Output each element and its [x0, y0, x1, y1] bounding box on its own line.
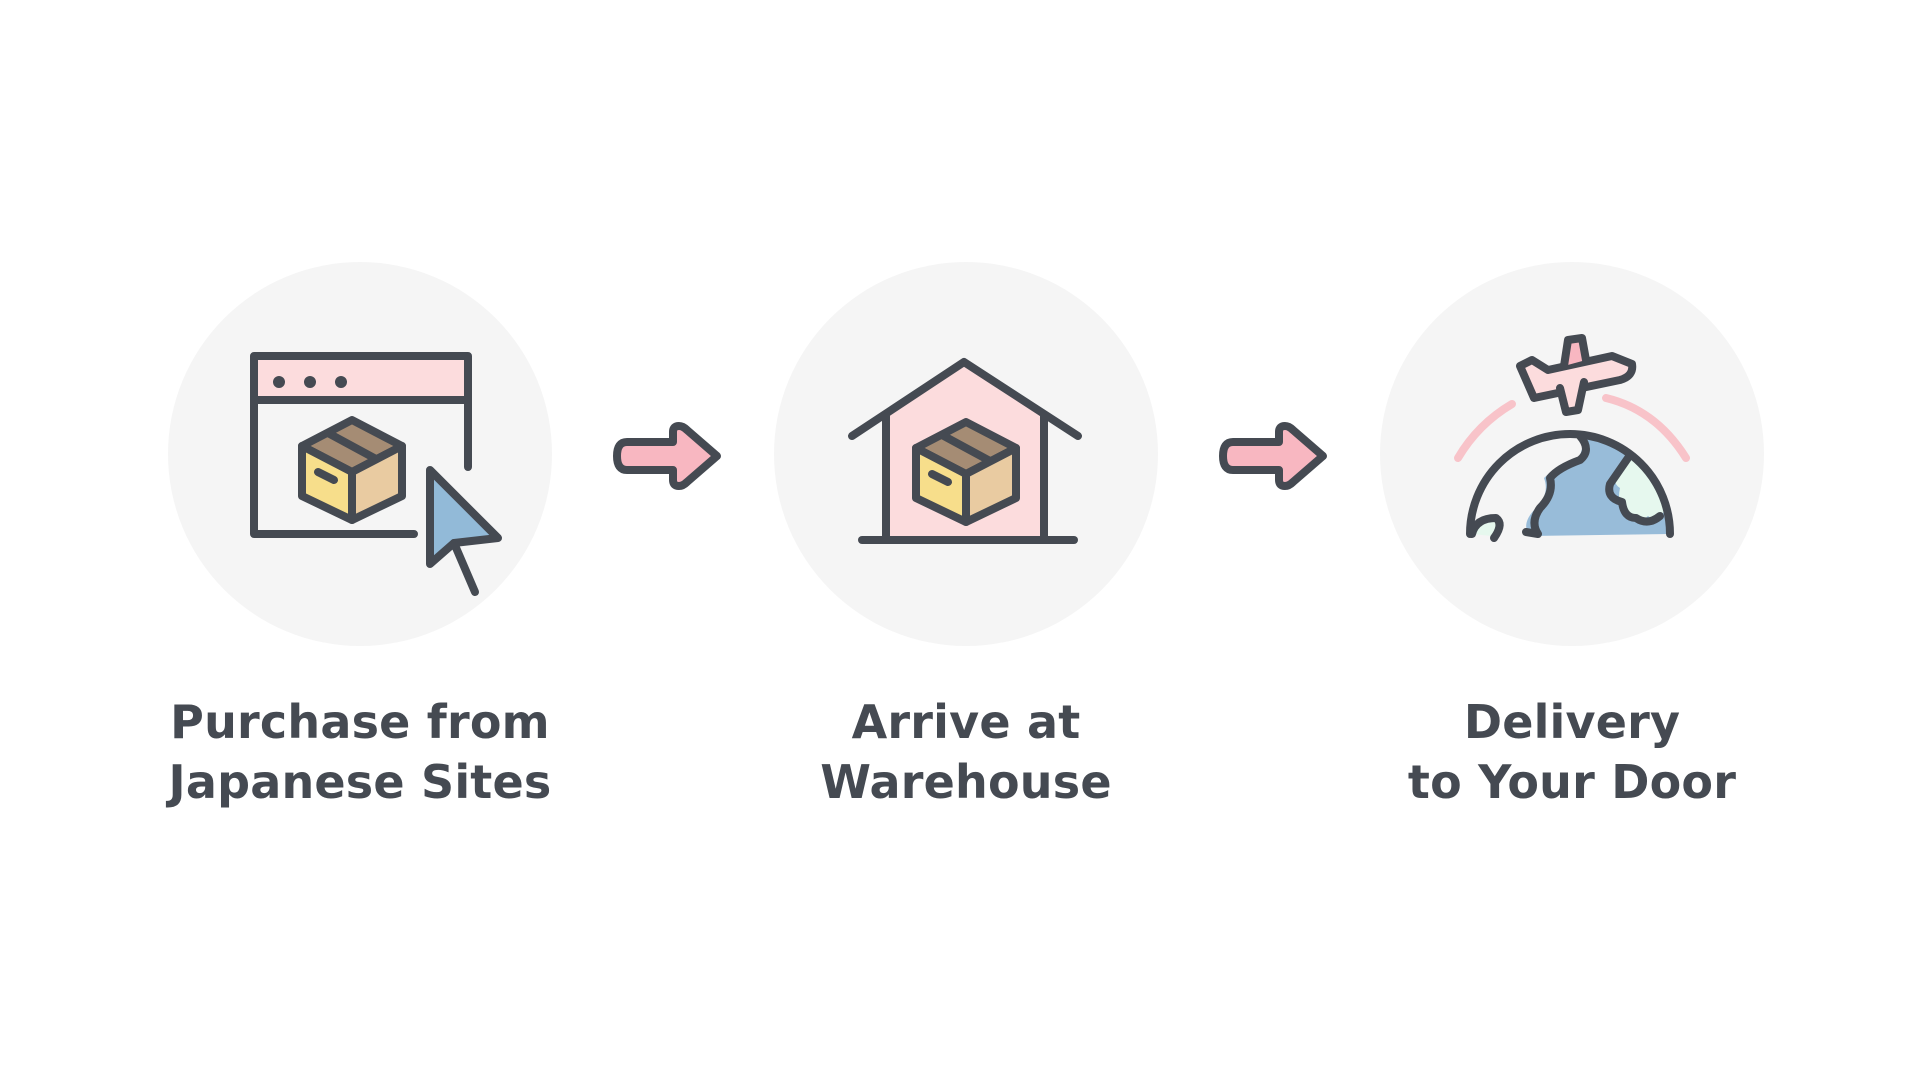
step-circle [168, 262, 552, 646]
step-label-line1: Arrive at [851, 695, 1081, 749]
globe-airplane-icon [1454, 334, 1690, 542]
step-label-line2: Warehouse [820, 755, 1112, 809]
step-circle [774, 262, 1158, 646]
flow-arrow-1 [612, 418, 722, 494]
right-arrow-icon [613, 422, 721, 490]
step-label-line2: to Your Door [1407, 755, 1737, 809]
warehouse-icon [848, 358, 1082, 544]
step-circle [1380, 262, 1764, 646]
step-label: Delivery to Your Door [1272, 692, 1872, 812]
step-label: Purchase from Japanese Sites [60, 692, 660, 812]
step-label-line1: Purchase from [170, 695, 550, 749]
step-label-line2: Japanese Sites [168, 755, 552, 809]
flow-arrow-2 [1218, 418, 1328, 494]
browser-package-icon [250, 352, 502, 596]
step-label-line1: Delivery [1463, 695, 1681, 749]
right-arrow-icon [1219, 422, 1327, 490]
step-label: Arrive at Warehouse [666, 692, 1266, 812]
